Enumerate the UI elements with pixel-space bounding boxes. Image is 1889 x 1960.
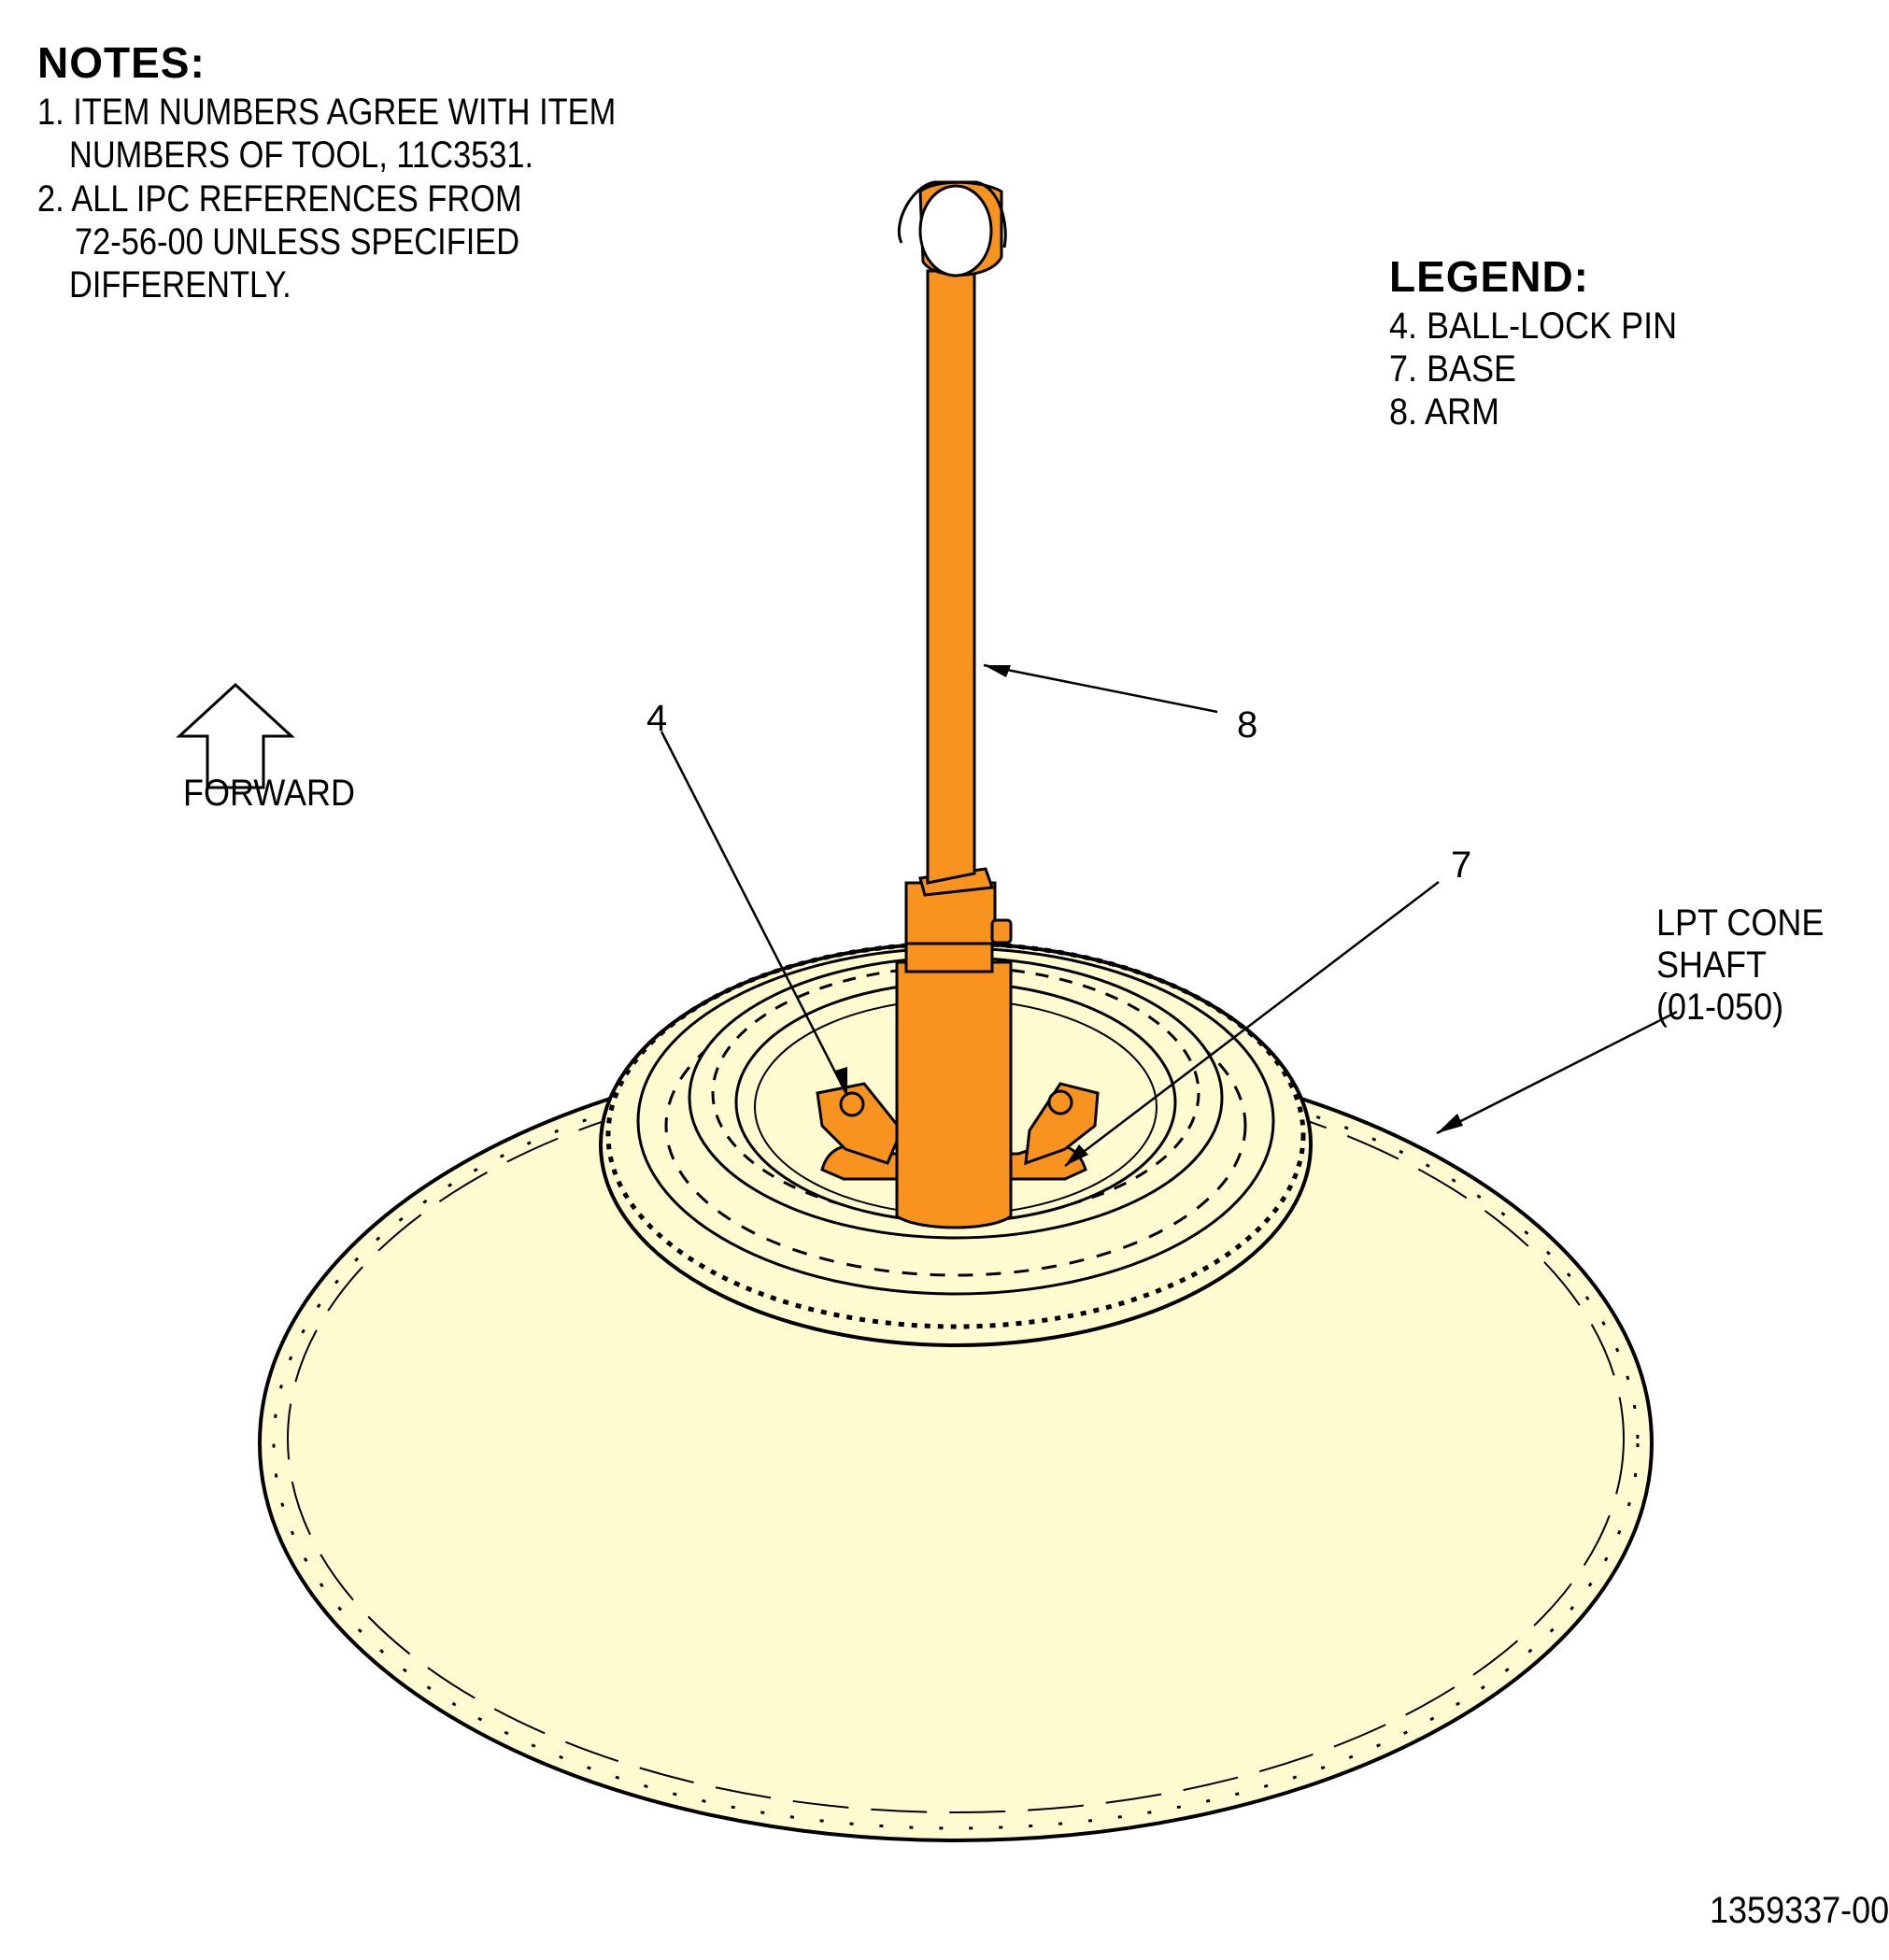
callout-7: 7	[1451, 845, 1472, 886]
part-label-line-3: (01-050)	[1656, 987, 1784, 1028]
drawing-number: 1359337-00	[1710, 1890, 1889, 1931]
part-label-line-1: LPT CONE	[1656, 902, 1825, 944]
note-line-1: 1. ITEM NUMBERS AGREE WITH ITEM	[37, 92, 617, 133]
leader-arrowheads	[835, 665, 1463, 1166]
callout-4: 4	[646, 698, 668, 739]
legend-title: LEGEND:	[1389, 252, 1589, 301]
note-line-5: DIFFERENTLY.	[69, 264, 291, 305]
tool-base	[816, 1082, 1100, 1181]
forward-arrow-icon	[176, 682, 295, 789]
notes-title: NOTES:	[37, 38, 206, 87]
legend-item-arm: 8. ARM	[1389, 391, 1500, 433]
callout-8: 8	[1237, 704, 1258, 746]
legend-item-base: 7. BASE	[1389, 348, 1517, 390]
forward-label: FORWARD	[183, 773, 355, 814]
note-line-2: NUMBERS OF TOOL, 11C3531.	[69, 135, 534, 176]
tool-arm	[895, 180, 1013, 1229]
note-line-3: 2. ALL IPC REFERENCES FROM	[37, 178, 522, 220]
legend-item-ball-lock-pin: 4. BALL-LOCK PIN	[1389, 305, 1678, 347]
note-line-4: 72-56-00 UNLESS SPECIFIED	[75, 221, 520, 263]
leader-lines	[660, 663, 1678, 1167]
part-label-line-2: SHAFT	[1656, 944, 1768, 986]
